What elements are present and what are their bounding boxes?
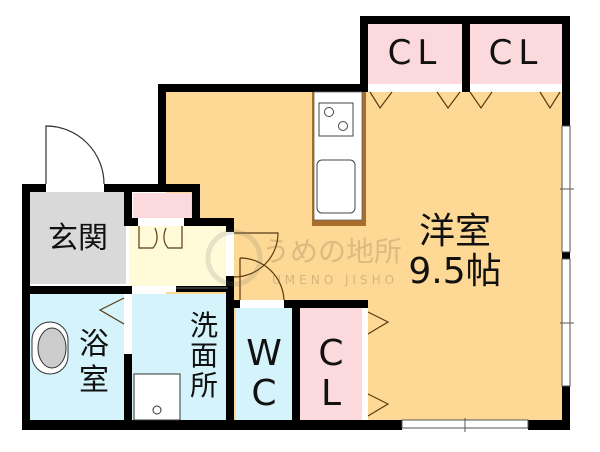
entrance-name: 玄関 xyxy=(48,221,108,256)
toilet xyxy=(236,308,292,420)
toilet-label-1: W xyxy=(246,333,282,374)
entrance xyxy=(30,192,126,284)
watermark-text: うめの地所 xyxy=(262,235,403,268)
shoe-storage xyxy=(133,193,191,219)
closet-bottom-label-1: C xyxy=(318,333,344,374)
washroom-name-2: 面 xyxy=(189,339,218,372)
western-room-name: 洋室 xyxy=(418,211,491,252)
closet-top-left xyxy=(368,24,462,84)
closet-top-right xyxy=(470,24,562,84)
bathroom-name-1: 浴 xyxy=(79,327,109,362)
hallway xyxy=(129,226,229,286)
closet-bottom xyxy=(300,308,362,420)
western-room-size: 9.5帖 xyxy=(408,251,502,292)
watermark-subtext: UMENO JISHO xyxy=(272,273,399,287)
toilet-label-2: C xyxy=(251,373,277,414)
washroom-name-1: 洗 xyxy=(189,309,218,342)
closet-top-left-label: CL xyxy=(387,33,443,73)
washroom-name-3: 所 xyxy=(189,369,218,402)
closet-top-right-label: CL xyxy=(488,33,544,73)
bathroom-name-2: 室 xyxy=(79,363,109,398)
closet-bottom-label-2: L xyxy=(320,373,342,414)
